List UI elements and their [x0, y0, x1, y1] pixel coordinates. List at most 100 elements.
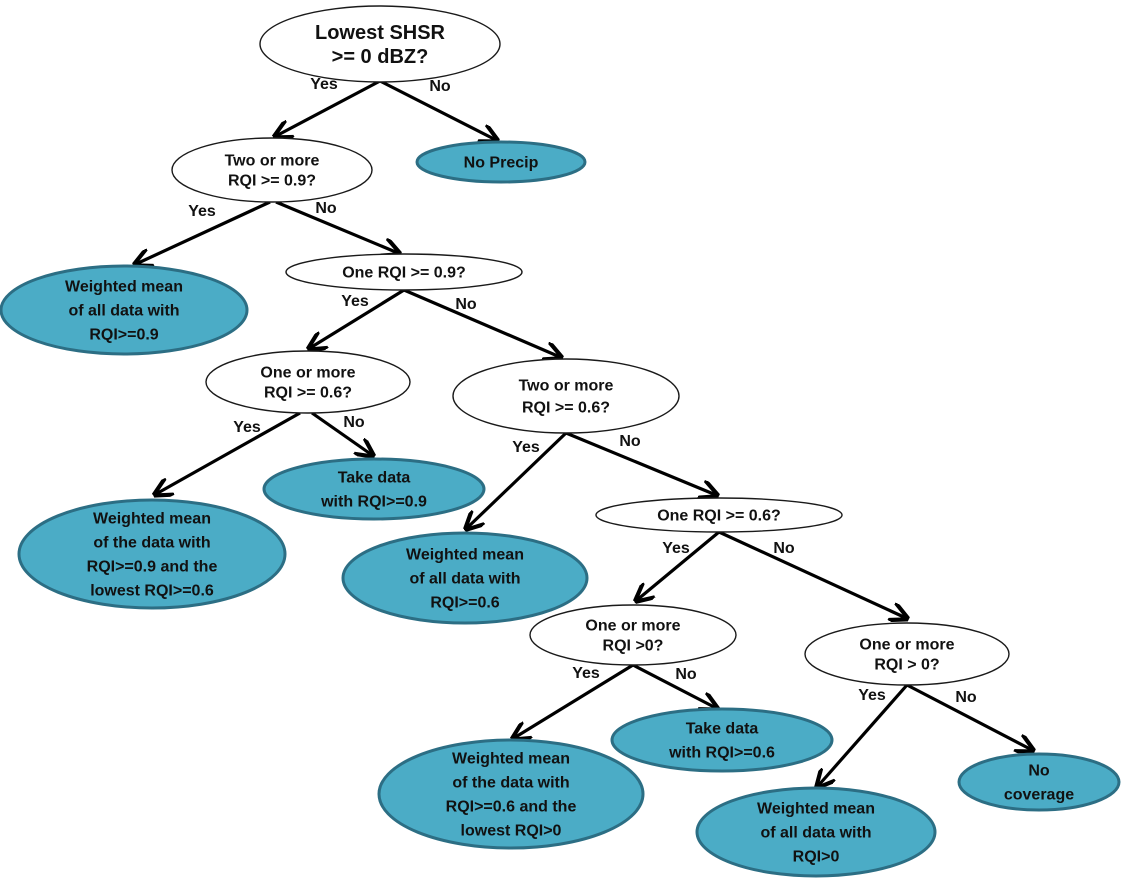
node-text-line: RQI>=0.9 and the — [87, 559, 218, 576]
question-node-lowest: Lowest SHSR>= 0 dBZ? — [259, 5, 501, 83]
node-text-line: RQI >= 0.6? — [264, 385, 352, 402]
node-shape — [957, 752, 1121, 812]
edge-arrow — [718, 530, 906, 618]
edge-arrow — [311, 411, 372, 455]
edge-n_oneormore0a-to-n_wm06_0: Yes — [514, 663, 634, 738]
edge-label-no: No — [773, 540, 795, 557]
node-text-line: No Precip — [464, 155, 539, 172]
edge-arrow — [276, 79, 381, 136]
node-text-line: of all data with — [760, 825, 871, 842]
node-shape — [377, 738, 645, 850]
node-text-line: Weighted mean — [65, 279, 183, 296]
node-shape — [262, 457, 486, 521]
node-text-line: Two or more — [519, 378, 614, 395]
node-shape — [529, 604, 737, 666]
node-shape — [205, 350, 411, 414]
node-shape — [171, 137, 373, 203]
edge-arrow — [632, 663, 716, 708]
edge-label-no: No — [315, 200, 337, 217]
edge-arrow — [310, 288, 405, 348]
edge-label-yes: Yes — [572, 665, 600, 682]
edge-arrow — [136, 200, 271, 264]
edge-arrow — [467, 431, 568, 528]
edge-label-yes: Yes — [233, 419, 261, 436]
node-text-line: One RQI >= 0.6? — [657, 508, 781, 525]
edge-arrow — [514, 663, 634, 738]
edge-n_two09-to-n_wm09: Yes — [136, 200, 271, 264]
edge-n_lowest-to-n_two09: Yes — [276, 76, 381, 136]
edge-label-yes: Yes — [512, 439, 540, 456]
node-shape — [415, 140, 587, 184]
node-shape — [259, 5, 501, 83]
node-text-line: Weighted mean — [93, 511, 211, 528]
node-text-line: of the data with — [93, 535, 210, 552]
edge-arrow — [275, 200, 398, 253]
result-node-noprecip: No Precip — [415, 140, 587, 184]
edge-arrow — [403, 288, 560, 357]
node-text-line: Two or more — [225, 153, 320, 170]
edge-arrow — [565, 431, 716, 495]
node-shape — [610, 707, 834, 773]
node-shape — [595, 497, 843, 533]
node-text-line: Weighted mean — [757, 801, 875, 818]
node-text-line: RQI>=0.9 — [89, 327, 158, 344]
node-text-line: One or more — [585, 618, 680, 635]
node-text-line: One RQI >= 0.9? — [342, 265, 466, 282]
node-text-line: One or more — [260, 365, 355, 382]
node-text-line: RQI>=0.6 and the — [446, 799, 577, 816]
edge-n_oneormore06-to-n_take09: No — [311, 411, 372, 455]
edge-label-yes: Yes — [310, 76, 338, 93]
edge-n_two06-to-n_one06: No — [565, 431, 716, 495]
node-text-line: RQI>=0.6 — [430, 595, 499, 612]
node-text-line: Take data — [338, 470, 411, 487]
edge-label-no: No — [429, 78, 451, 95]
edge-n_oneormore0a-to-n_take06: No — [632, 663, 716, 708]
node-text-line: of all data with — [68, 303, 179, 320]
question-node-one06: One RQI >= 0.6? — [595, 497, 843, 533]
edge-label-no: No — [343, 414, 365, 431]
node-text-line: No — [1028, 763, 1050, 780]
edge-n_one09-to-n_oneormore06: Yes — [310, 288, 405, 348]
edge-n_lowest-to-n_noprecip: No — [379, 78, 496, 140]
node-shape — [341, 531, 589, 625]
node-text-line: >= 0 dBZ? — [332, 46, 429, 68]
node-text-line: RQI >0? — [603, 638, 664, 655]
node-shape — [452, 358, 680, 434]
node-shape — [695, 786, 937, 878]
edge-n_oneormore06-to-n_wm09_06: Yes — [156, 411, 301, 494]
node-text-line: Weighted mean — [452, 751, 570, 768]
edge-n_one06-to-n_oneormore0a: Yes — [637, 530, 721, 600]
edge-n_one06-to-n_oneormore0b: No — [718, 530, 906, 618]
node-text-line: of all data with — [409, 571, 520, 588]
edge-label-yes: Yes — [662, 540, 690, 557]
edge-n_two09-to-n_one09: No — [275, 200, 398, 253]
edge-arrow — [637, 530, 721, 600]
node-text-line: of the data with — [452, 775, 569, 792]
node-text-line: RQI >= 0.6? — [522, 400, 610, 417]
node-text-line: RQI>0 — [793, 849, 840, 866]
edge-label-yes: Yes — [858, 687, 886, 704]
node-text-line: RQI >= 0.9? — [228, 173, 316, 190]
edge-label-no: No — [455, 296, 477, 313]
edge-label-yes: Yes — [188, 203, 216, 220]
result-node-take09: Take data with RQI>=0.9 — [262, 457, 486, 521]
node-text-line: RQI > 0? — [874, 657, 939, 674]
node-text-line: with RQI>=0.9 — [320, 494, 427, 511]
edge-n_oneormore0b-to-n_wm0: Yes — [818, 683, 909, 786]
node-shape — [285, 253, 523, 291]
node-shape — [0, 264, 249, 356]
node-text-line: Lowest SHSR — [315, 22, 446, 44]
edge-arrow — [818, 683, 909, 786]
